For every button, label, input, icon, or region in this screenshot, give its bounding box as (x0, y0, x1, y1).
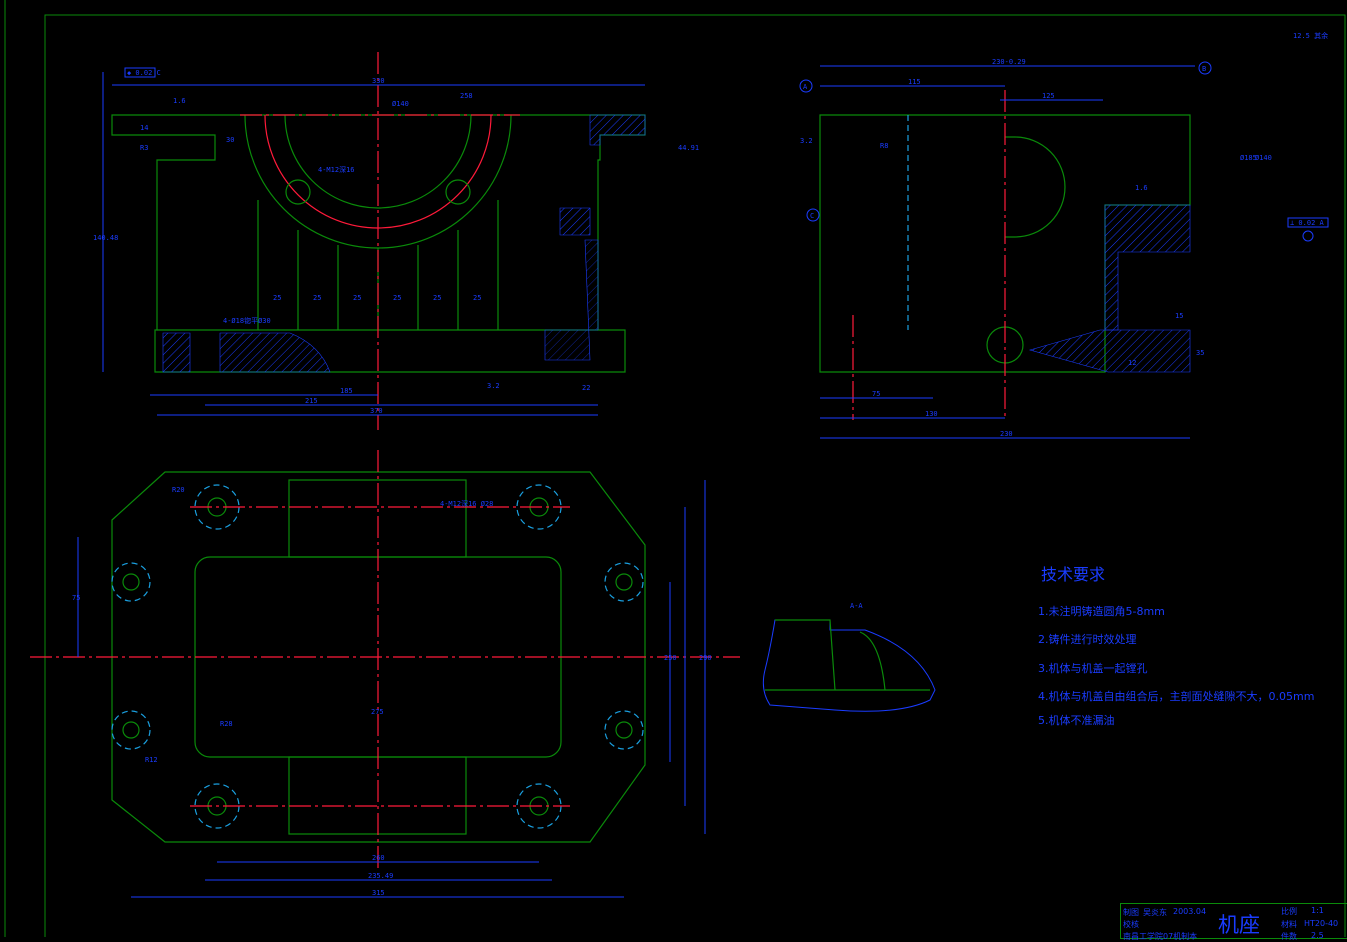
material: HT20-40 (1304, 919, 1339, 928)
side-view: A B C ⊥ 0.02 A 230-0.29 115 125 3.2 R8 Ø… (799, 31, 1329, 439)
dim-label: 25 (353, 294, 361, 302)
material-label: 材料 (1281, 920, 1297, 929)
dim-label: 1.6 (1135, 184, 1148, 192)
dim-label: R12 (145, 756, 158, 764)
front-view: ◆ 0.02 C 330 258 14 30 1.6 4-M12深16 Ø140… (93, 52, 699, 430)
dim-label: Ø185 (1240, 154, 1257, 162)
dim-label: 1.6 (173, 97, 186, 105)
dim-label: 12 (1128, 359, 1136, 367)
dim-label: 125 (1042, 92, 1055, 100)
weight: 2.5 (1311, 931, 1324, 940)
section-label: A-A (850, 602, 863, 610)
dim-label: 25 (273, 294, 281, 302)
drawn-label: 制图 (1123, 908, 1139, 917)
dim-label: 215 (305, 397, 318, 405)
dim-label: 3.2 (487, 382, 500, 390)
dim-label: 185 (340, 387, 353, 395)
roughness-note: 12.5 其余 (1293, 31, 1328, 40)
dim-label: 330 (372, 77, 385, 85)
dim-label: R28 (220, 720, 233, 728)
date: 2003.04 (1173, 907, 1207, 916)
scale-label: 比例 (1281, 907, 1297, 916)
title-block: 制图 吴炎东 2003.04 校核 南昌工学院07机制本 机座 比例 1:1 材… (1120, 903, 1347, 941)
dim-label: 22 (582, 384, 590, 392)
dim-label: 4-M12深16 Ø28 (440, 499, 493, 508)
scale: 1:1 (1311, 906, 1324, 915)
dim-label: 115 (908, 78, 921, 86)
requirement-item: 5.机体不准漏油 (1038, 714, 1115, 727)
dim-label: 140.48 (93, 234, 118, 242)
dim-label: 15 (1175, 312, 1183, 320)
drawn-by: 吴炎东 (1143, 908, 1167, 917)
dim-label: Ø140 (392, 100, 409, 108)
dim-label: 3.2 (800, 137, 813, 145)
dim-label: 14 (140, 124, 148, 132)
requirements-title: 技术要求 (1041, 565, 1106, 584)
part-name: 机座 (1218, 913, 1260, 937)
dim-label: 258 (460, 92, 473, 100)
dim-label: 260 (372, 854, 385, 862)
dim-label: R3 (140, 144, 148, 152)
dim-label: 4-Ø18锪平Ø30 (223, 316, 271, 325)
requirement-item: 1.未注明铸造圆角5-8mm (1038, 605, 1165, 618)
dim-label: 230 (1000, 430, 1013, 438)
datum-frame: ⊥ 0.02 A (1290, 219, 1325, 227)
dim-label: 290 (699, 654, 712, 662)
dim-label: 35 (1196, 349, 1204, 357)
dim-label: 230-0.29 (992, 58, 1026, 66)
dim-label: 44.91 (678, 144, 699, 152)
dim-label: 30 (226, 136, 234, 144)
dim-label: 25 (473, 294, 481, 302)
datum-marker: C (810, 212, 814, 220)
dim-label: Ø140 (1255, 154, 1272, 162)
dim-label: 370 (370, 407, 383, 415)
dim-label: 315 (372, 889, 385, 897)
datum-frame: ◆ 0.02 C (127, 69, 161, 77)
dim-label: 250 (664, 654, 677, 662)
datum-marker: A (803, 83, 808, 91)
requirement-item: 4.机体与机盖自由组合后，主剖面处缝隙不大，0.05mm (1038, 690, 1315, 703)
requirement-item: 2.铸件进行时效处理 (1038, 633, 1137, 646)
dim-label: 235.49 (368, 872, 393, 880)
dim-label: 275 (371, 708, 384, 716)
plan-view: 4-M12深16 Ø28 260 235.49 315 75 275 250 2… (30, 450, 740, 898)
dim-label: 75 (872, 390, 880, 398)
datum-marker: B (1202, 65, 1206, 73)
dim-label: 25 (393, 294, 401, 302)
check-label: 校核 (1123, 920, 1139, 929)
drawing-border (44, 14, 1346, 937)
dim-label: R20 (172, 486, 185, 494)
dim-label: 4-M12深16 (318, 165, 355, 174)
dim-label: 75 (72, 594, 80, 602)
dim-label: R8 (880, 142, 888, 150)
dim-label: 25 (433, 294, 441, 302)
requirement-item: 3.机体与机盖一起镗孔 (1038, 662, 1148, 675)
dim-label: 25 (313, 294, 321, 302)
dim-label: 130 (925, 410, 938, 418)
section-detail: A-A (762, 602, 936, 712)
